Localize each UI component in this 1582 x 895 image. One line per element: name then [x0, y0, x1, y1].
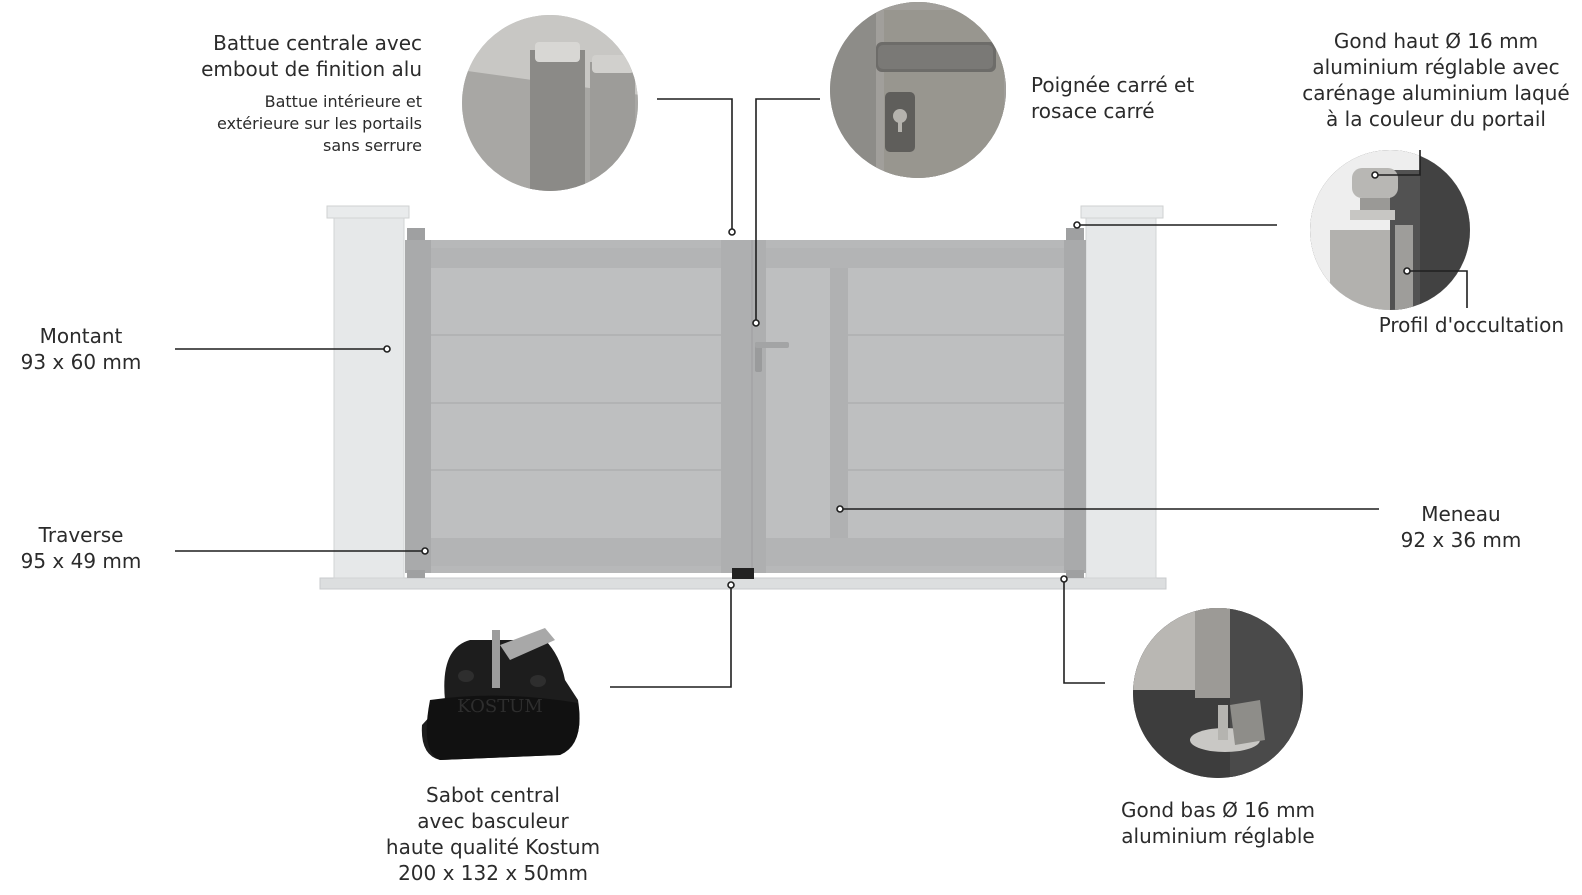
leader-profil [1407, 270, 1468, 308]
sabot-brand-text: KOSTUM [457, 696, 543, 717]
label-gond-haut: Gond haut Ø 16 mm aluminium réglable ave… [1302, 29, 1570, 131]
label-sabot-central: Sabot central avec basculeur haute quali… [385, 783, 601, 885]
central-stop [732, 568, 754, 579]
left-gate-leaf [405, 228, 736, 578]
left-pillar [326, 205, 410, 579]
battue-detail-photo [462, 15, 638, 191]
gond-haut-detail-photo [1310, 150, 1470, 310]
leader-poignee [755, 98, 820, 323]
leader-dots [383, 171, 1411, 589]
left-montant [405, 240, 431, 573]
label-meneau: Meneau 92 x 36 mm [1400, 502, 1522, 552]
label-battue-interieure: Battue intérieure et extérieure sur les … [217, 92, 422, 155]
right-pillar [1080, 205, 1164, 579]
meneau [830, 268, 848, 538]
leader-gond-haut-photo [1375, 150, 1421, 176]
central-battue [736, 240, 766, 573]
label-poignee: Poignée carré et rosace carré [1031, 73, 1195, 123]
leader-gond-bas [1063, 579, 1105, 684]
gond-bas-detail-photo [1133, 608, 1303, 778]
label-montant: Montant 93 x 60 mm [20, 324, 142, 374]
label-gond-bas: Gond bas Ø 16 mm aluminium réglable [1120, 798, 1316, 848]
leader-battue [657, 98, 733, 232]
label-traverse: Traverse 95 x 49 mm [20, 523, 142, 573]
gate-handle [755, 342, 789, 372]
label-profil-occultation: Profil d'occultation [1378, 313, 1564, 337]
label-battue-centrale: Battue centrale avec embout de finition … [201, 31, 422, 81]
right-gate-leaf [736, 228, 1086, 578]
poignee-detail-photo [830, 2, 1006, 178]
leader-sabot [610, 585, 732, 688]
leader-lines [175, 98, 1468, 688]
ground-slab [319, 577, 1167, 590]
sabot-central-photo: KOSTUM [421, 628, 580, 760]
left-traverse [431, 538, 721, 566]
